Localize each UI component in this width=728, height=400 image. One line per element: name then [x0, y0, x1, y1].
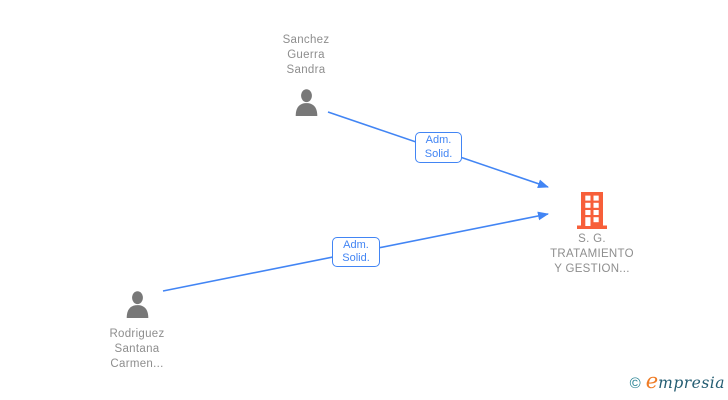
edge-label-line: Adm.	[343, 238, 369, 251]
node-label: S. G. TRATAMIENTO Y GESTION...	[550, 232, 634, 277]
brand-name: mpresia	[658, 374, 725, 392]
node-label-line: Y GESTION...	[554, 263, 630, 275]
building-icon	[577, 192, 607, 229]
copyright-icon: ©	[629, 375, 641, 392]
node-label: Sanchez Guerra Sandra	[283, 33, 330, 78]
brand-initial: e	[645, 369, 659, 393]
node-company-sg-tratamiento[interactable]: S. G. TRATAMIENTO Y GESTION...	[517, 192, 667, 277]
edge-label-adm-solid-bottom[interactable]: Adm. Solid.	[332, 237, 380, 267]
node-label-line: Rodriguez	[109, 328, 165, 340]
person-icon	[125, 291, 150, 318]
empresia-watermark: © e mpresia	[629, 369, 725, 393]
node-label-line: Santana	[114, 343, 160, 355]
edge-label-line: Solid.	[342, 252, 370, 264]
node-label-line: Carmen...	[110, 358, 164, 370]
edge-label-line: Solid.	[424, 147, 453, 160]
node-label-line: TRATAMIENTO	[550, 248, 634, 260]
node-person-sanchez[interactable]: Sanchez Guerra Sandra	[231, 33, 381, 116]
node-label: Rodriguez Santana Carmen...	[109, 327, 164, 372]
node-label-line: Sanchez	[282, 34, 330, 46]
edge-label-adm-solid-top[interactable]: Adm. Solid.	[415, 132, 462, 163]
node-label-line: Guerra	[287, 49, 325, 61]
node-person-rodriguez[interactable]: Rodriguez Santana Carmen...	[62, 291, 212, 372]
person-icon	[294, 89, 319, 116]
node-label-line: Sandra	[286, 64, 326, 76]
edge-label-line: Adm.	[425, 134, 452, 146]
node-label-line: S. G.	[578, 233, 606, 245]
